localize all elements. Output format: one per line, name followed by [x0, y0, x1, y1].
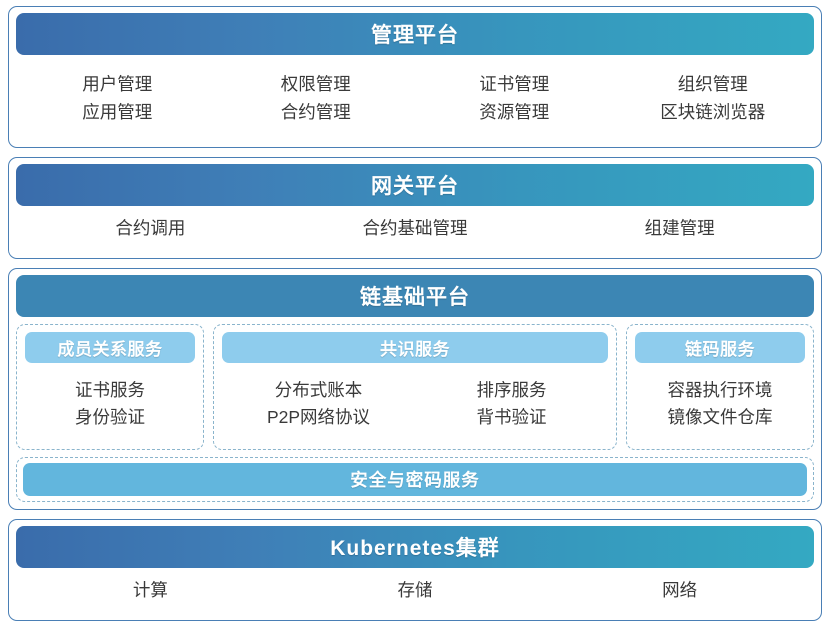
consensus-item: 排序服务: [476, 380, 547, 401]
kubernetes-column-3: 网络: [547, 578, 812, 603]
management-platform-items: 用户管理 应用管理 权限管理 合约管理 证书管理 资源管理 组织管理 区块链浏览…: [16, 55, 814, 140]
gateway-column-1: 合约调用: [18, 216, 283, 241]
management-item: 权限管理: [280, 74, 351, 95]
management-item: 用户管理: [82, 74, 153, 95]
layer-gateway-platform: 网关平台 合约调用 合约基础管理 组建管理: [8, 157, 822, 259]
gateway-item: 合约调用: [115, 217, 186, 238]
group-member-relationship-service: 成员关系服务 证书服务 身份验证: [16, 324, 204, 450]
consensus-column-2: 排序服务 背书验证: [415, 367, 608, 441]
gateway-column-3: 组建管理: [547, 216, 812, 241]
management-column-3: 证书管理 资源管理: [415, 59, 614, 138]
consensus-service-header: 共识服务: [222, 332, 608, 363]
kubernetes-column-1: 计算: [18, 578, 283, 603]
gateway-column-2: 合约基础管理: [283, 216, 548, 241]
management-item: 合约管理: [280, 101, 351, 122]
member-item: 身份验证: [75, 406, 145, 427]
management-item: 区块链浏览器: [660, 101, 766, 122]
consensus-column-1: 分布式账本 P2P网络协议: [222, 367, 415, 441]
kubernetes-item: 网络: [662, 579, 698, 600]
management-item: 证书管理: [479, 74, 550, 95]
kubernetes-cluster-items: 计算 存储 网络: [16, 568, 814, 613]
security-service-header: 安全与密码服务: [23, 463, 807, 496]
chain-base-platform-title: 链基础平台: [16, 275, 814, 317]
management-item: 应用管理: [82, 101, 153, 122]
management-platform-title: 管理平台: [16, 13, 814, 55]
kubernetes-cluster-title: Kubernetes集群: [16, 526, 814, 568]
gateway-platform-title: 网关平台: [16, 164, 814, 206]
consensus-item: 分布式账本: [274, 380, 363, 401]
kubernetes-item: 计算: [132, 579, 168, 600]
group-security-service: 安全与密码服务: [16, 457, 814, 502]
chaincode-service-items: 容器执行环境 镜像文件仓库: [635, 363, 805, 441]
management-item: 资源管理: [479, 101, 550, 122]
chaincode-item: 容器执行环境: [667, 380, 773, 401]
consensus-service-items: 分布式账本 P2P网络协议 排序服务 背书验证: [222, 363, 608, 441]
member-relationship-service-header: 成员关系服务: [25, 332, 195, 363]
chain-base-platform-body: 成员关系服务 证书服务 身份验证 共识服务 分布式账本 P2P网络协: [16, 317, 814, 502]
gateway-item: 合约基础管理: [362, 217, 468, 238]
gateway-item: 组建管理: [644, 217, 715, 238]
management-column-1: 用户管理 应用管理: [18, 59, 217, 138]
consensus-item: P2P网络协议: [266, 406, 371, 427]
layer-kubernetes-cluster: Kubernetes集群 计算 存储 网络: [8, 519, 822, 621]
management-column-4: 组织管理 区块链浏览器: [614, 59, 813, 138]
kubernetes-item: 存储: [397, 579, 433, 600]
consensus-item: 背书验证: [476, 406, 547, 427]
chain-service-groups: 成员关系服务 证书服务 身份验证 共识服务 分布式账本 P2P网络协: [16, 324, 814, 450]
chaincode-service-header: 链码服务: [635, 332, 805, 363]
kubernetes-column-2: 存储: [283, 578, 548, 603]
layer-chain-base-platform: 链基础平台 成员关系服务 证书服务 身份验证 共识服务: [8, 268, 822, 510]
group-chaincode-service: 链码服务 容器执行环境 镜像文件仓库: [626, 324, 814, 450]
member-item: 证书服务: [75, 380, 145, 401]
management-column-2: 权限管理 合约管理: [217, 59, 416, 138]
chaincode-item: 镜像文件仓库: [667, 406, 773, 427]
member-column-1: 证书服务 身份验证: [25, 367, 195, 441]
member-relationship-service-items: 证书服务 身份验证: [25, 363, 195, 441]
management-item: 组织管理: [677, 74, 748, 95]
gateway-platform-items: 合约调用 合约基础管理 组建管理: [16, 206, 814, 251]
chaincode-column-1: 容器执行环境 镜像文件仓库: [635, 367, 805, 441]
layer-management-platform: 管理平台 用户管理 应用管理 权限管理 合约管理 证书管理 资源管理 组织管理 …: [8, 6, 822, 148]
group-consensus-service: 共识服务 分布式账本 P2P网络协议 排序服务 背书验证: [213, 324, 617, 450]
